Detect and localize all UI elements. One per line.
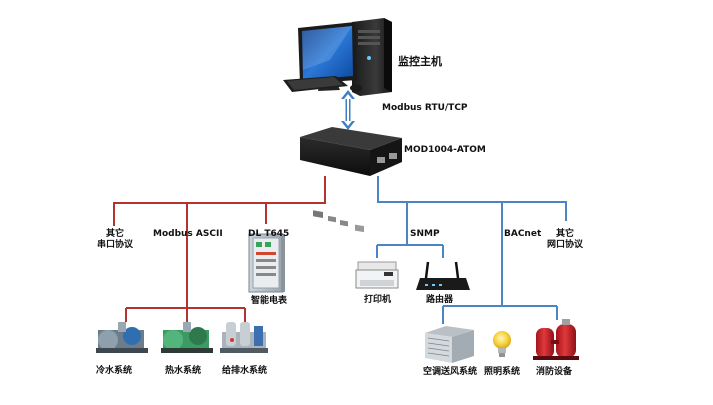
fire-equipment-label: 消防设备 <box>536 367 573 377</box>
lighting-system-label: 照明系统 <box>484 367 521 377</box>
air-conditioning-unit-icon <box>425 326 474 363</box>
serial-other-label: 其它 串口协议 <box>96 229 134 251</box>
router-label: 路由器 <box>426 295 454 305</box>
air-conditioning-label: 空调送风系统 <box>423 367 478 377</box>
link-protocol-label: Modbus RTU/TCP <box>382 103 468 113</box>
dl-t645-label: DL T645 <box>248 229 290 239</box>
lighting-bulb-icon <box>493 331 511 357</box>
network-bus-lines <box>376 176 567 324</box>
smart-meter-cabinet-icon <box>248 233 285 293</box>
modbus-ascii-label: Modbus ASCII <box>153 229 223 239</box>
serial-other-label-line1: 其它 <box>105 229 124 239</box>
gateway-device-icon <box>300 127 402 233</box>
serial-bus-lines <box>113 176 326 322</box>
fire-equipment-icon <box>533 319 579 360</box>
gateway-model-label: MOD1004-ATOM <box>404 145 486 155</box>
hot-water-system-label: 热水系统 <box>165 366 202 376</box>
snmp-label: SNMP <box>410 229 440 239</box>
link-double-arrow-icon <box>341 90 355 130</box>
host-label: 监控主机 <box>398 55 442 68</box>
water-supply-drainage-icon <box>220 322 268 353</box>
printer-label: 打印机 <box>364 295 392 305</box>
cold-water-system-label: 冷水系统 <box>96 366 133 376</box>
router-icon <box>416 261 470 290</box>
network-other-label: 其它 网口协议 <box>544 229 586 251</box>
serial-other-label-line2: 串口协议 <box>96 240 133 250</box>
network-other-label-line2: 网口协议 <box>546 240 583 250</box>
water-supply-drainage-label: 给排水系统 <box>222 366 268 376</box>
printer-icon <box>355 261 399 289</box>
smart-meter-label: 智能电表 <box>251 296 288 306</box>
monitor-computer-icon <box>283 18 392 96</box>
cold-water-system-icon <box>96 322 148 353</box>
network-other-label-line1: 其它 <box>555 229 574 239</box>
bacnet-label: BACnet <box>504 229 542 239</box>
hot-water-system-icon <box>161 322 213 353</box>
